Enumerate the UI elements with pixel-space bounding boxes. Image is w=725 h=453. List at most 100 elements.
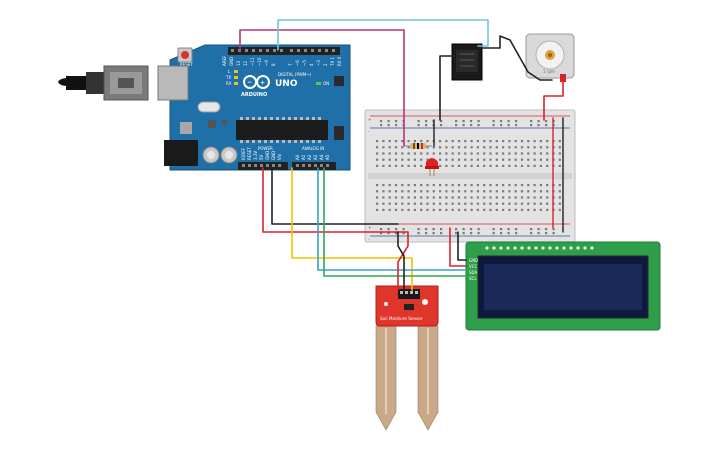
wire-black-motor	[481, 35, 553, 81]
breadboard-hole	[476, 158, 479, 161]
breadboard-hole	[420, 164, 423, 167]
breadboard-hole	[495, 152, 498, 155]
svg-text:+: +	[260, 80, 265, 87]
breadboard-hole	[425, 124, 428, 127]
breadboard-hole	[387, 120, 390, 123]
wire-black-relay	[439, 55, 459, 121]
wire-magenta	[239, 29, 405, 147]
breadboard-hole	[451, 184, 454, 187]
breadboard-hole	[546, 146, 549, 149]
pin-label-8: 8	[271, 63, 276, 66]
breadboard-hole	[387, 232, 390, 235]
breadboard-hole	[380, 124, 383, 127]
breadboard-hole	[533, 208, 536, 211]
breadboard-hole	[514, 202, 517, 205]
breadboard-hole	[457, 158, 461, 161]
pin-label-3v3: 3.3V	[253, 151, 258, 160]
breadboard-hole	[401, 202, 404, 205]
breadboard-hole	[382, 190, 385, 193]
breadboard-hole	[470, 208, 473, 211]
breadboard-hole	[520, 152, 524, 155]
breadboard-hole	[388, 196, 391, 199]
breadboard-hole	[537, 120, 540, 123]
breadboard-hole	[537, 228, 540, 231]
breadboard-hole	[440, 232, 443, 235]
breadboard-hole	[426, 152, 429, 155]
breadboard-hole	[539, 196, 542, 199]
breadboard-hole	[483, 146, 486, 149]
breadboard-hole	[395, 232, 398, 235]
breadboard-hole	[380, 120, 383, 123]
breadboard-hole	[495, 208, 498, 211]
breadboard-hole	[527, 164, 530, 167]
breadboard-hole	[470, 164, 473, 167]
breadboard-hole	[445, 190, 448, 193]
breadboard-hole	[439, 140, 442, 143]
breadboard-hole	[546, 152, 549, 155]
breadboard-hole	[394, 158, 398, 161]
breadboard-hole	[455, 232, 458, 235]
breadboard-hole	[502, 152, 505, 155]
breadboard-hole	[426, 202, 429, 205]
breadboard-hole	[451, 196, 454, 199]
voltage-regulator	[180, 122, 192, 134]
breadboard-hole	[495, 140, 498, 143]
breadboard-hole	[401, 152, 404, 155]
breadboard-hole	[451, 202, 454, 205]
breadboard-hole	[552, 228, 555, 231]
breadboard-hole	[533, 140, 536, 143]
breadboard-hole	[492, 228, 495, 231]
breadboard-hole	[413, 158, 416, 161]
breadboard-hole	[508, 184, 511, 187]
pin-label-gnd-2: GND	[271, 151, 276, 160]
breadboard-hole	[489, 140, 492, 143]
breadboard-hole	[464, 196, 467, 199]
breadboard-hole	[376, 140, 379, 143]
breadboard-hole	[539, 158, 542, 161]
breadboard-hole	[514, 184, 517, 187]
breadboard-hole	[432, 152, 435, 155]
breadboard-hole	[558, 196, 561, 199]
breadboard-hole	[514, 158, 517, 161]
breadboard-hole	[376, 190, 379, 193]
lcd-pin-labels: GND VCC SDA SCL	[469, 258, 478, 281]
breadboard-hole	[457, 164, 461, 167]
breadboard-hole	[514, 152, 517, 155]
reset-button[interactable]	[177, 47, 193, 63]
breadboard-hole	[388, 158, 391, 161]
led-on-indicator	[316, 82, 321, 85]
pin-label-a4: A4	[319, 154, 324, 160]
digital-pwm-label: DIGITAL (PWM~)	[278, 72, 312, 77]
breadboard-hole	[558, 164, 561, 167]
breadboard-hole	[470, 232, 473, 235]
breadboard-hole	[489, 184, 492, 187]
breadboard-hole	[440, 228, 443, 231]
breadboard-hole	[407, 202, 410, 205]
breadboard-hole	[382, 184, 385, 187]
breadboard-hole	[545, 120, 548, 123]
breadboard-hole	[520, 146, 524, 149]
breadboard-hole	[439, 196, 442, 199]
breadboard-hole	[470, 158, 473, 161]
breadboard-hole	[407, 196, 410, 199]
breadboard-hole	[394, 208, 398, 211]
breadboard-hole	[382, 140, 385, 143]
breadboard-hole	[537, 232, 540, 235]
wire-yellow-a0	[291, 167, 413, 291]
breadboard-hole	[500, 228, 503, 231]
microcontroller-chip	[236, 120, 328, 140]
breadboard-hole	[464, 146, 467, 149]
breadboard-hole	[514, 208, 517, 211]
breadboard-hole	[476, 164, 479, 167]
wire-red-motor	[543, 81, 564, 121]
breadboard-hole	[489, 152, 492, 155]
breadboard-hole	[495, 202, 498, 205]
breadboard-hole	[426, 208, 429, 211]
breadboard-hole	[558, 190, 561, 193]
breadboard-hole	[407, 184, 410, 187]
breadboard-hole	[413, 208, 416, 211]
breadboard-hole	[439, 184, 442, 187]
breadboard-hole	[426, 140, 429, 143]
